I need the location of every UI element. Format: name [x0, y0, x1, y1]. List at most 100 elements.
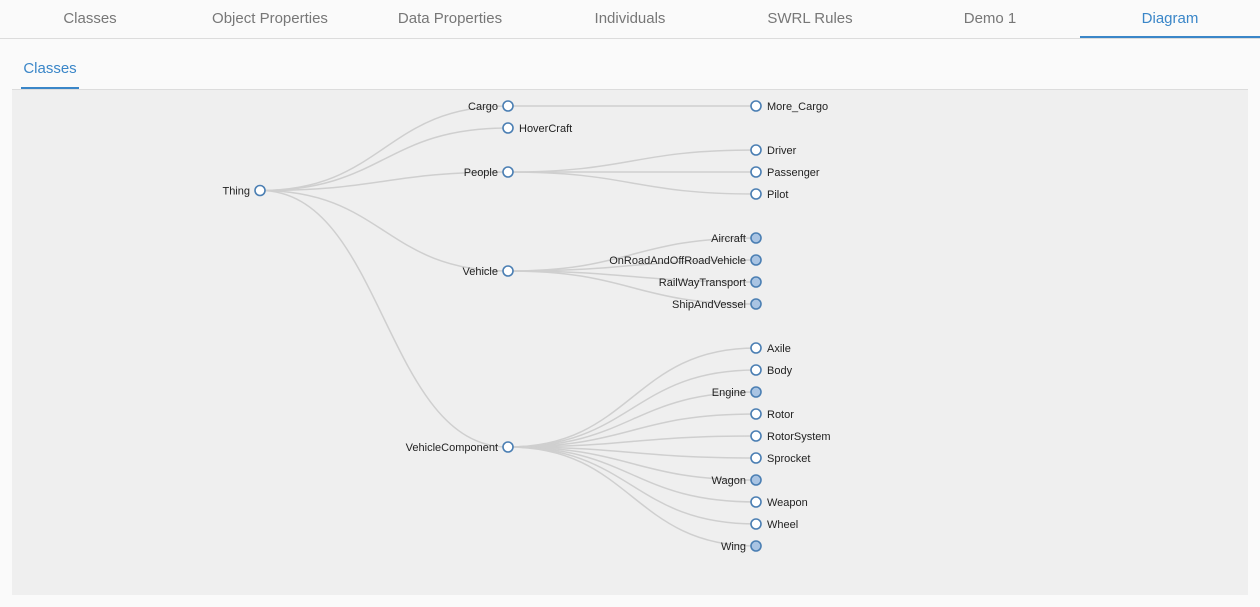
node-label: RotorSystem [767, 431, 831, 443]
link-vehicle-on-road-and-off-road-vehicle [507, 259, 757, 272]
tree-node-rail-way-transport[interactable]: RailWayTransport [659, 276, 762, 289]
link-vehicle-component-rotor-system [507, 435, 757, 448]
node-circle[interactable] [750, 496, 762, 508]
node-label: HoverCraft [519, 123, 572, 135]
tree-node-engine[interactable]: Engine [712, 386, 762, 399]
sub-tab-bar: Classes [12, 52, 1248, 90]
node-circle[interactable] [750, 232, 762, 244]
link-thing-cargo [259, 105, 509, 192]
node-circle[interactable] [750, 166, 762, 178]
node-label: Thing [222, 186, 250, 198]
node-circle[interactable] [750, 254, 762, 266]
tree-node-vehicle-component[interactable]: VehicleComponent [406, 441, 514, 454]
tree-node-ship-and-vessel[interactable]: ShipAndVessel [672, 298, 762, 311]
node-circle[interactable] [502, 265, 514, 277]
tree-node-vehicle[interactable]: Vehicle [463, 265, 514, 278]
node-circle[interactable] [750, 474, 762, 486]
node-label: Body [767, 365, 793, 377]
tab-classes[interactable]: Classes [63, 10, 117, 27]
tab-individuals[interactable]: Individuals [594, 10, 666, 27]
node-label: Sprocket [767, 453, 810, 465]
link-vehicle-component-wheel [507, 446, 757, 525]
node-label: Passenger [767, 167, 820, 179]
link-vehicle-component-sprocket [507, 446, 757, 459]
node-circle[interactable] [750, 188, 762, 200]
node-label: More_Cargo [767, 101, 828, 113]
tab-demo-1[interactable]: Demo 1 [963, 10, 1017, 27]
node-circle[interactable] [502, 441, 514, 453]
node-label: Wagon [712, 475, 746, 487]
node-circle[interactable] [750, 100, 762, 112]
tree-node-rotor[interactable]: Rotor [750, 408, 794, 421]
node-circle[interactable] [750, 364, 762, 376]
tree-node-hover-craft[interactable]: HoverCraft [502, 122, 572, 135]
link-thing-hover-craft [259, 127, 509, 192]
tree-node-driver[interactable]: Driver [750, 144, 797, 157]
node-label: ShipAndVessel [672, 299, 746, 311]
node-label: Weapon [767, 497, 808, 509]
node-label: Pilot [767, 189, 788, 201]
node-circle[interactable] [750, 540, 762, 552]
link-vehicle-aircraft [507, 237, 757, 272]
tree-node-rotor-system[interactable]: RotorSystem [750, 430, 831, 443]
node-label: People [464, 167, 498, 179]
tree-node-on-road-and-off-road-vehicle[interactable]: OnRoadAndOffRoadVehicle [609, 254, 762, 267]
subtab-classes[interactable]: Classes [21, 52, 79, 89]
link-vehicle-component-wagon [507, 446, 757, 481]
link-people-driver [507, 149, 757, 173]
link-thing-vehicle-component [259, 189, 509, 448]
node-circle[interactable] [502, 122, 514, 134]
node-circle[interactable] [750, 408, 762, 420]
node-circle[interactable] [750, 298, 762, 310]
tree-node-wing[interactable]: Wing [721, 540, 762, 553]
link-thing-vehicle [259, 189, 509, 272]
link-vehicle-rail-way-transport [507, 270, 757, 283]
node-label: Axile [767, 343, 791, 355]
node-circle[interactable] [502, 100, 514, 112]
node-circle[interactable] [750, 452, 762, 464]
link-vehicle-component-weapon [507, 446, 757, 503]
link-vehicle-ship-and-vessel [507, 270, 757, 305]
tree-node-sprocket[interactable]: Sprocket [750, 452, 810, 465]
tree-node-passenger[interactable]: Passenger [750, 166, 820, 179]
tab-swrl-rules[interactable]: SWRL Rules [767, 10, 853, 27]
node-circle[interactable] [750, 518, 762, 530]
tree-node-more-cargo[interactable]: More_Cargo [750, 100, 828, 113]
node-label: Vehicle [463, 266, 498, 278]
tree-node-wagon[interactable]: Wagon [712, 474, 762, 487]
node-label: VehicleComponent [406, 442, 498, 454]
tree-node-thing[interactable]: Thing [222, 184, 266, 198]
node-label: OnRoadAndOffRoadVehicle [609, 255, 746, 267]
node-circle[interactable] [750, 276, 762, 288]
node-circle[interactable] [254, 184, 266, 197]
node-label: Driver [767, 145, 797, 157]
tree-node-body[interactable]: Body [750, 364, 793, 377]
tree-node-axile[interactable]: Axile [750, 342, 791, 355]
link-vehicle-component-engine [507, 391, 757, 448]
node-circle[interactable] [502, 166, 514, 178]
node-circle[interactable] [750, 342, 762, 354]
node-circle[interactable] [750, 144, 762, 156]
node-circle[interactable] [750, 430, 762, 442]
tree-node-weapon[interactable]: Weapon [750, 496, 808, 509]
tree-node-wheel[interactable]: Wheel [750, 518, 798, 531]
link-vehicle-component-body [507, 369, 757, 448]
tab-data-properties[interactable]: Data Properties [397, 10, 503, 27]
link-vehicle-component-wing [507, 446, 757, 547]
top-tab-bar: Classes Object Properties Data Propertie… [0, 0, 1260, 39]
tree-node-pilot[interactable]: Pilot [750, 188, 788, 201]
tab-object-properties[interactable]: Object Properties [212, 10, 328, 27]
tab-diagram[interactable]: Diagram [1080, 0, 1260, 38]
link-vehicle-component-rotor [507, 413, 757, 448]
tree-node-aircraft[interactable]: Aircraft [711, 232, 762, 245]
tree-node-people[interactable]: People [464, 166, 514, 179]
node-label: Engine [712, 387, 746, 399]
tree-node-cargo[interactable]: Cargo [468, 100, 514, 113]
link-vehicle-component-axile [507, 347, 757, 448]
node-label: Wheel [767, 519, 798, 531]
node-label: RailWayTransport [659, 277, 746, 289]
node-circle[interactable] [750, 386, 762, 398]
